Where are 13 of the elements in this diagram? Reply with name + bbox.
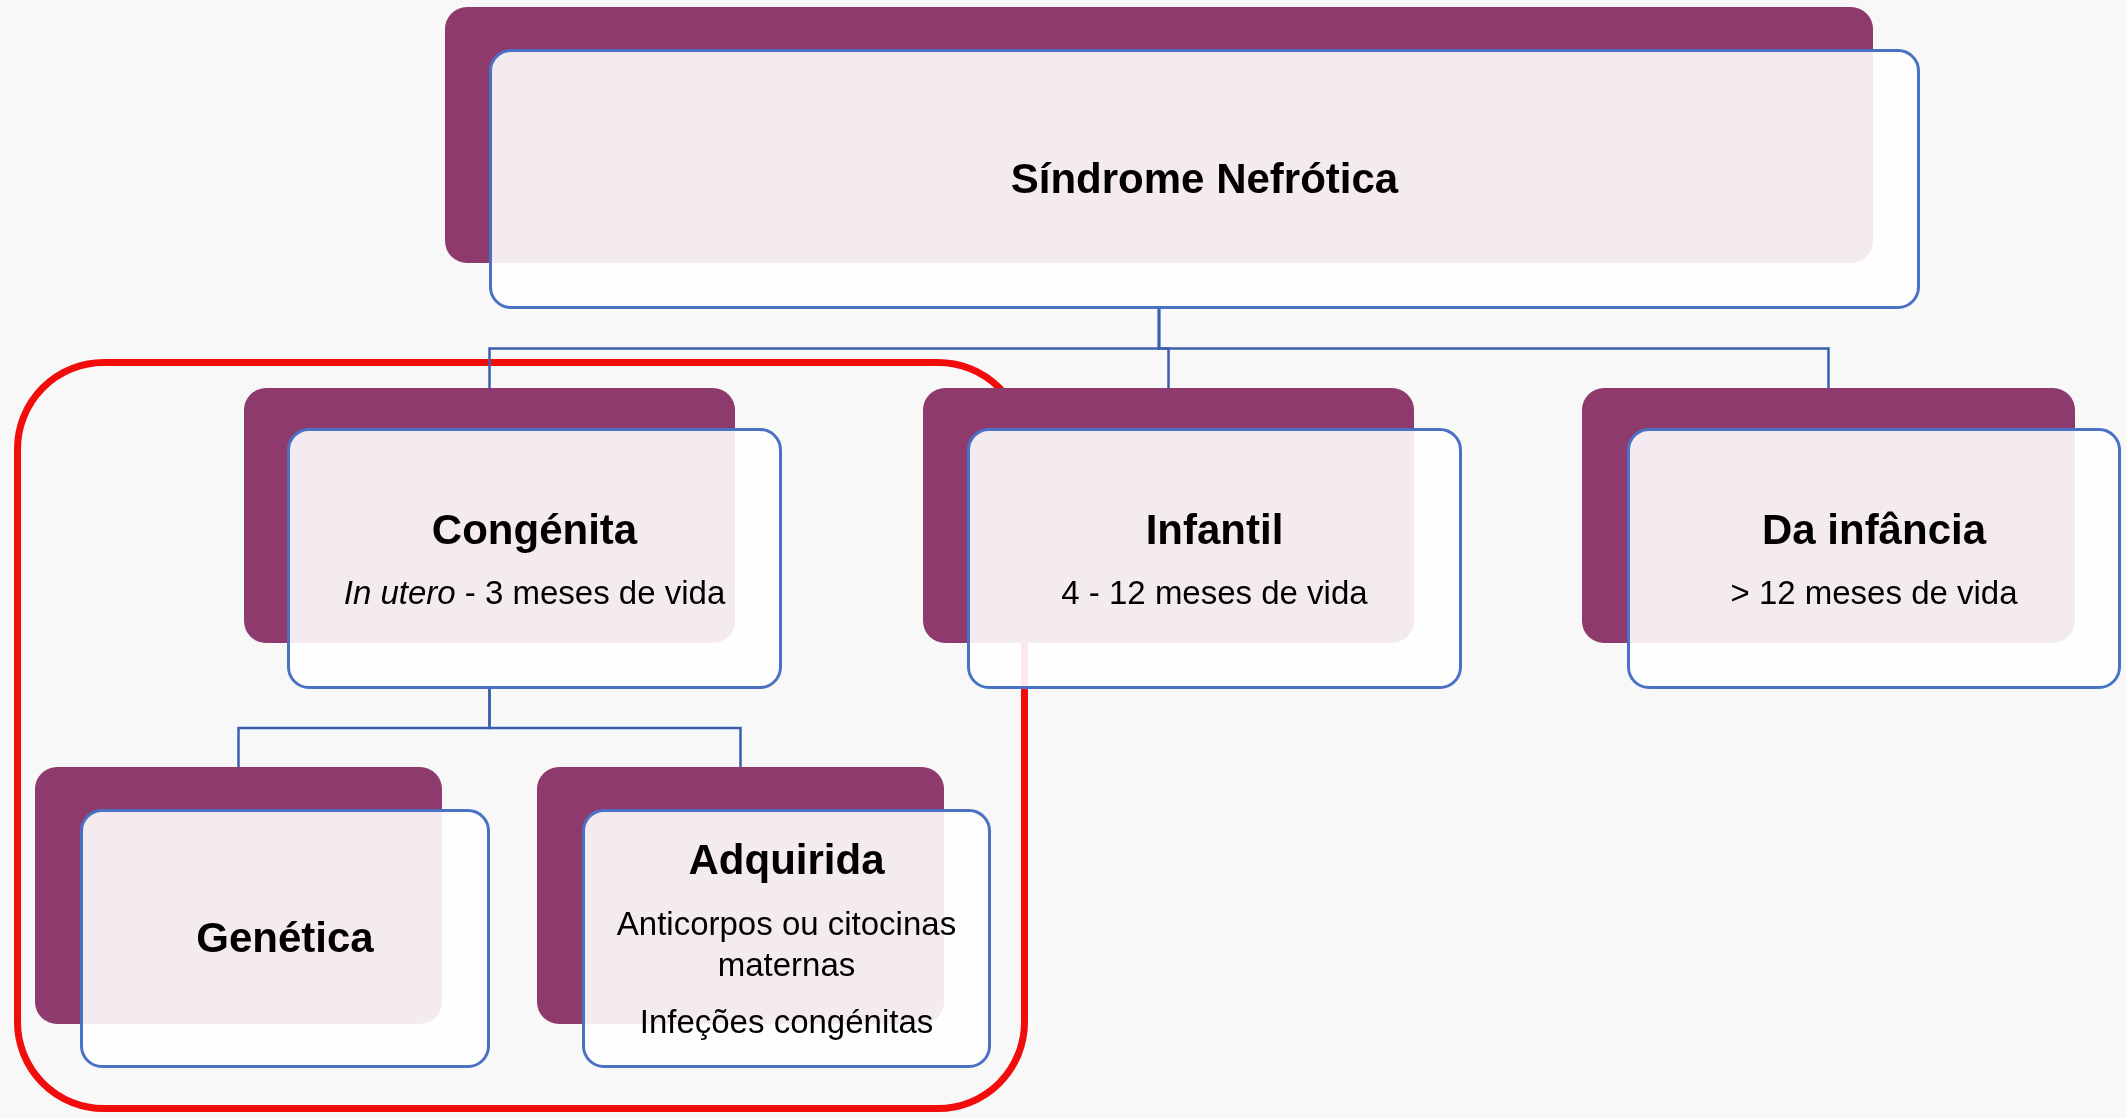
card-text: Infeções congénitas bbox=[639, 1002, 934, 1043]
card-heading: Síndrome Nefrótica bbox=[1010, 153, 1399, 204]
card-heading: Infantil bbox=[1145, 504, 1284, 555]
connector-line bbox=[488, 689, 742, 767]
card-text: Anticorpos ou citocinas maternas bbox=[615, 903, 958, 986]
connector-line bbox=[1157, 309, 1830, 388]
card-heading: Genética bbox=[196, 913, 374, 964]
card-heading: Adquirida bbox=[688, 835, 885, 886]
card-text: > 12 meses de vida bbox=[1730, 573, 2018, 614]
card-text: 4 - 12 meses de vida bbox=[1061, 573, 1368, 614]
card-heading: Congénita bbox=[431, 504, 638, 555]
card-heading: Da infância bbox=[1761, 504, 1987, 555]
card-text: In utero - 3 meses de vida bbox=[343, 573, 726, 614]
